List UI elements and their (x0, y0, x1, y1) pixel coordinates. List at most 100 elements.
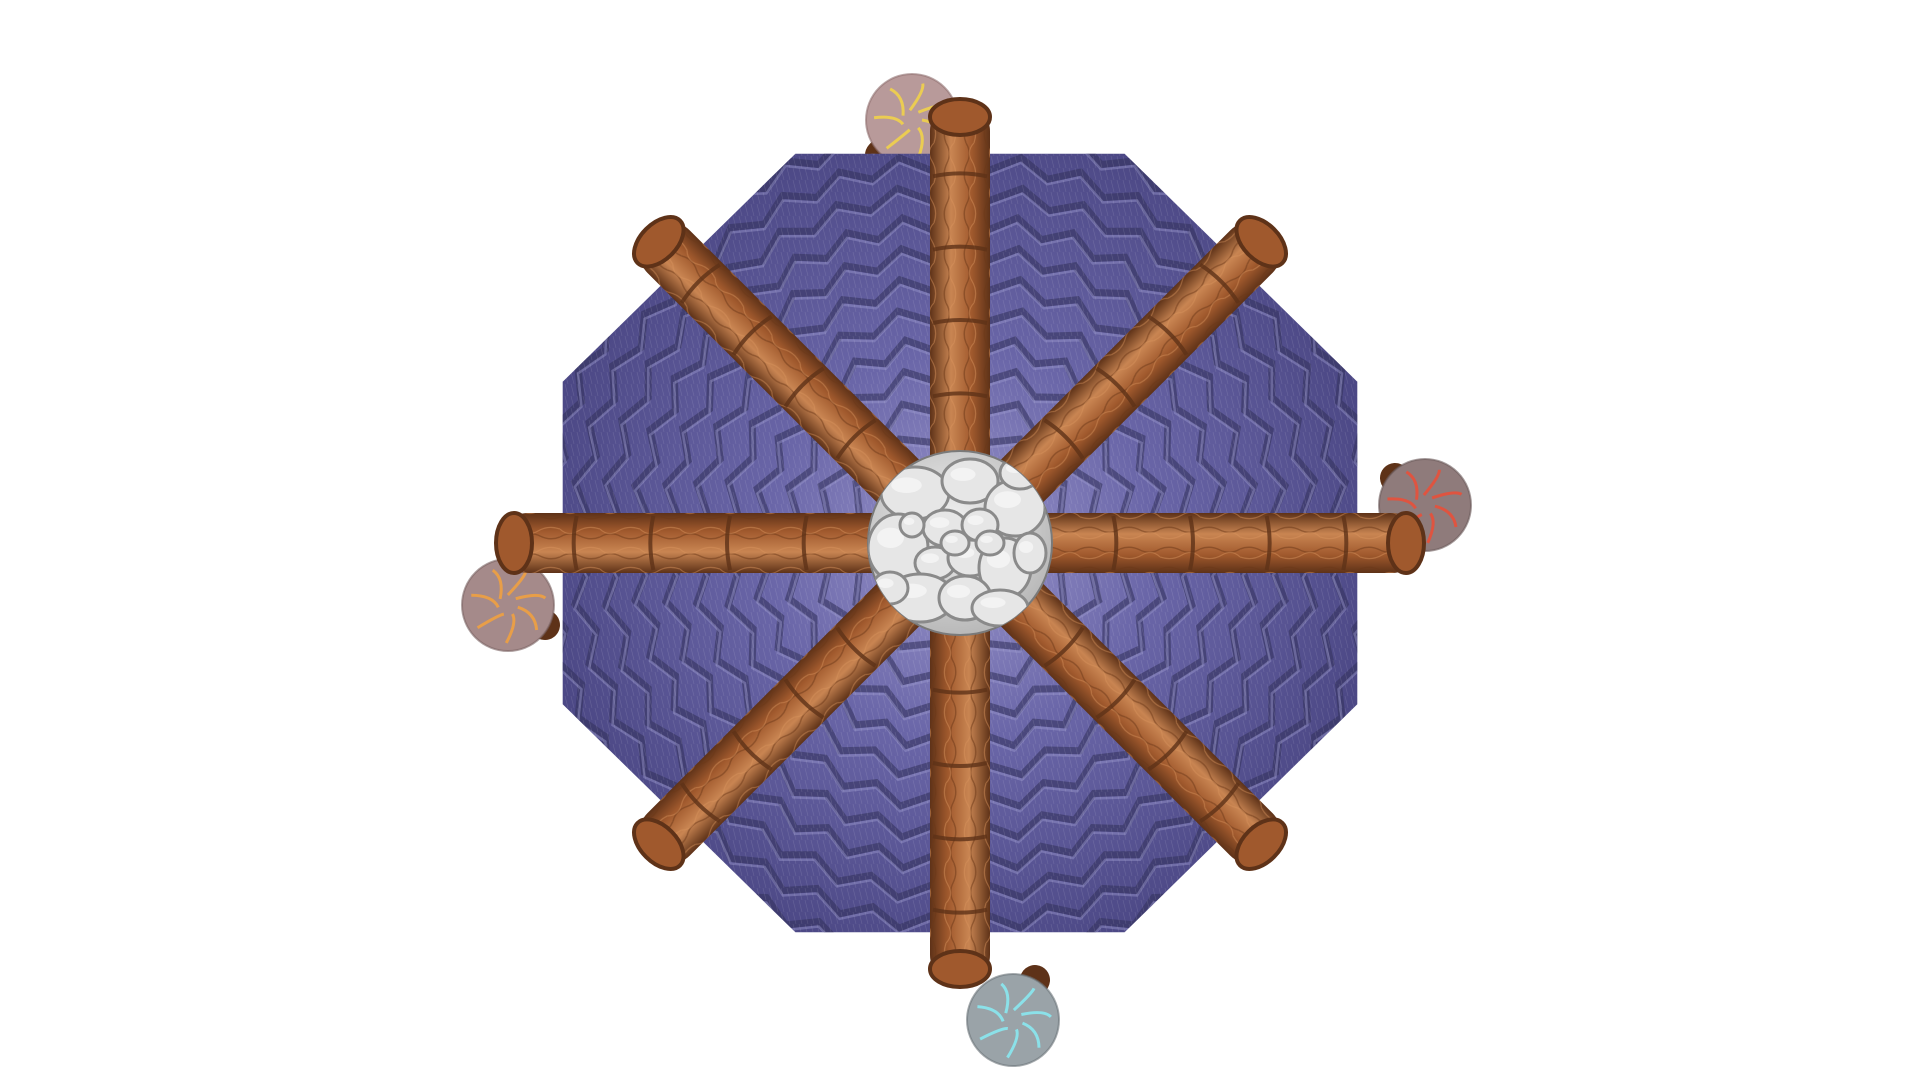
red-lava-orb-right-vein (1434, 504, 1458, 528)
cyan-ice-orb-vein (1012, 987, 1036, 1012)
beam-ring (1147, 730, 1189, 772)
beam-ring (801, 515, 809, 571)
cobblestone-highlight (950, 467, 976, 481)
beam-ring (571, 515, 579, 571)
cobblestone-highlight (946, 584, 971, 599)
beam-end (1234, 817, 1288, 871)
cyan-ice-orb-vein (1021, 1011, 1052, 1018)
red-lava-orb-right-vein (1405, 470, 1419, 500)
cyan-ice-orb-vein (1006, 1028, 1019, 1059)
beam-ring (932, 318, 988, 325)
gold-lava-orb-vein (885, 128, 911, 150)
cobblestone-highlight (994, 491, 1021, 508)
red-lava-orb-right-vein (1431, 491, 1463, 500)
orange-lava-orb-left-vein (471, 593, 500, 609)
beam-ring (1111, 515, 1119, 571)
beam-ring (648, 515, 656, 571)
cobblestone-highlight (891, 477, 922, 494)
beam-ring (679, 782, 721, 824)
beam-end (1386, 511, 1426, 575)
red-lava-orb-right-vein (1422, 469, 1441, 497)
beam-grain (960, 513, 1420, 573)
beam-ring (731, 314, 773, 356)
beam-end (928, 97, 992, 137)
beam-grain (639, 533, 970, 864)
cobblestone-highlight (1018, 541, 1034, 553)
beam-ring (679, 262, 721, 304)
beam-grain (930, 103, 990, 543)
beam-ring (932, 761, 988, 768)
wood-beam[interactable] (625, 208, 981, 564)
beam-ring (1043, 626, 1085, 668)
cobblestone-highlight (980, 535, 993, 544)
orange-lava-orb-left-vein (504, 613, 516, 644)
cyan-ice-orb[interactable] (966, 965, 1060, 1067)
beam-ring (835, 626, 877, 668)
wood-beam[interactable] (960, 511, 1426, 575)
beam-end (632, 817, 686, 871)
beam-end (632, 215, 686, 269)
beam-ring (1264, 515, 1272, 571)
cobblestone (1012, 531, 1048, 575)
cobblestone-highlight (945, 535, 958, 544)
beam-ring (932, 391, 988, 399)
orange-lava-orb-left-body (462, 559, 554, 651)
beam-ring (1341, 515, 1349, 571)
cobblestone (939, 529, 971, 557)
cyan-ice-orb-vein (1021, 1021, 1041, 1048)
beam-ring (1095, 678, 1137, 720)
beam-ring (1188, 515, 1195, 571)
beam-ring (783, 366, 825, 408)
beam-ring (932, 834, 988, 842)
wood-beam[interactable] (625, 522, 981, 878)
beam-ring (725, 515, 732, 571)
gold-lava-orb-vein (873, 115, 905, 126)
cobblestone-highlight (929, 517, 950, 528)
wood-beam[interactable] (494, 511, 960, 575)
orange-lava-orb-left-vein (491, 568, 503, 600)
beam-ring (932, 907, 988, 915)
orange-lava-orb-left-vein (515, 593, 547, 601)
cyan-ice-orb-vein (977, 1005, 1005, 1023)
beam-ring (1199, 262, 1241, 304)
cobblestone (974, 529, 1006, 557)
beam-ring (932, 244, 988, 252)
cobblestone-highlight (903, 517, 915, 526)
cobblestone-highlight (921, 553, 939, 563)
beam-end (928, 949, 992, 989)
beam-grain (950, 533, 1281, 864)
beam-ring (932, 687, 988, 695)
cyan-ice-orb-rim (966, 973, 1060, 1067)
beam-end (494, 511, 534, 575)
orange-lava-orb-left-vein (476, 612, 505, 630)
beam-grain (950, 222, 1281, 553)
orange-lava-orb-left-vein (517, 605, 539, 631)
beam-ring (1147, 314, 1189, 356)
crystal-orbs (461, 73, 1472, 1067)
cobblestone-highlight (877, 527, 904, 548)
red-lava-orb-right-vein (1387, 497, 1417, 510)
beam-grain (639, 222, 970, 553)
cyan-ice-orb-vein (979, 1027, 1009, 1041)
cobblestone-highlight (967, 515, 984, 525)
beam-ring (783, 678, 825, 720)
orange-lava-orb-left[interactable] (461, 558, 560, 652)
red-lava-orb-right-vein (1426, 512, 1435, 544)
cobblestone (898, 511, 926, 539)
beam-ring (932, 171, 988, 179)
beam-end (1234, 215, 1288, 269)
gold-lava-orb-vein (908, 83, 925, 112)
beam-ring (1199, 782, 1241, 824)
beam-ring (731, 730, 773, 772)
wood-beam[interactable] (928, 543, 992, 989)
beam-ring (1095, 366, 1137, 408)
cobblestone-highlight (980, 597, 1006, 608)
center-cap[interactable] (867, 450, 1053, 636)
beam-grain (930, 543, 990, 983)
gold-lava-orb-vein (889, 87, 905, 116)
cobblestones (868, 455, 1048, 628)
cyan-ice-orb-body (967, 974, 1059, 1066)
beam-ring (835, 418, 877, 460)
